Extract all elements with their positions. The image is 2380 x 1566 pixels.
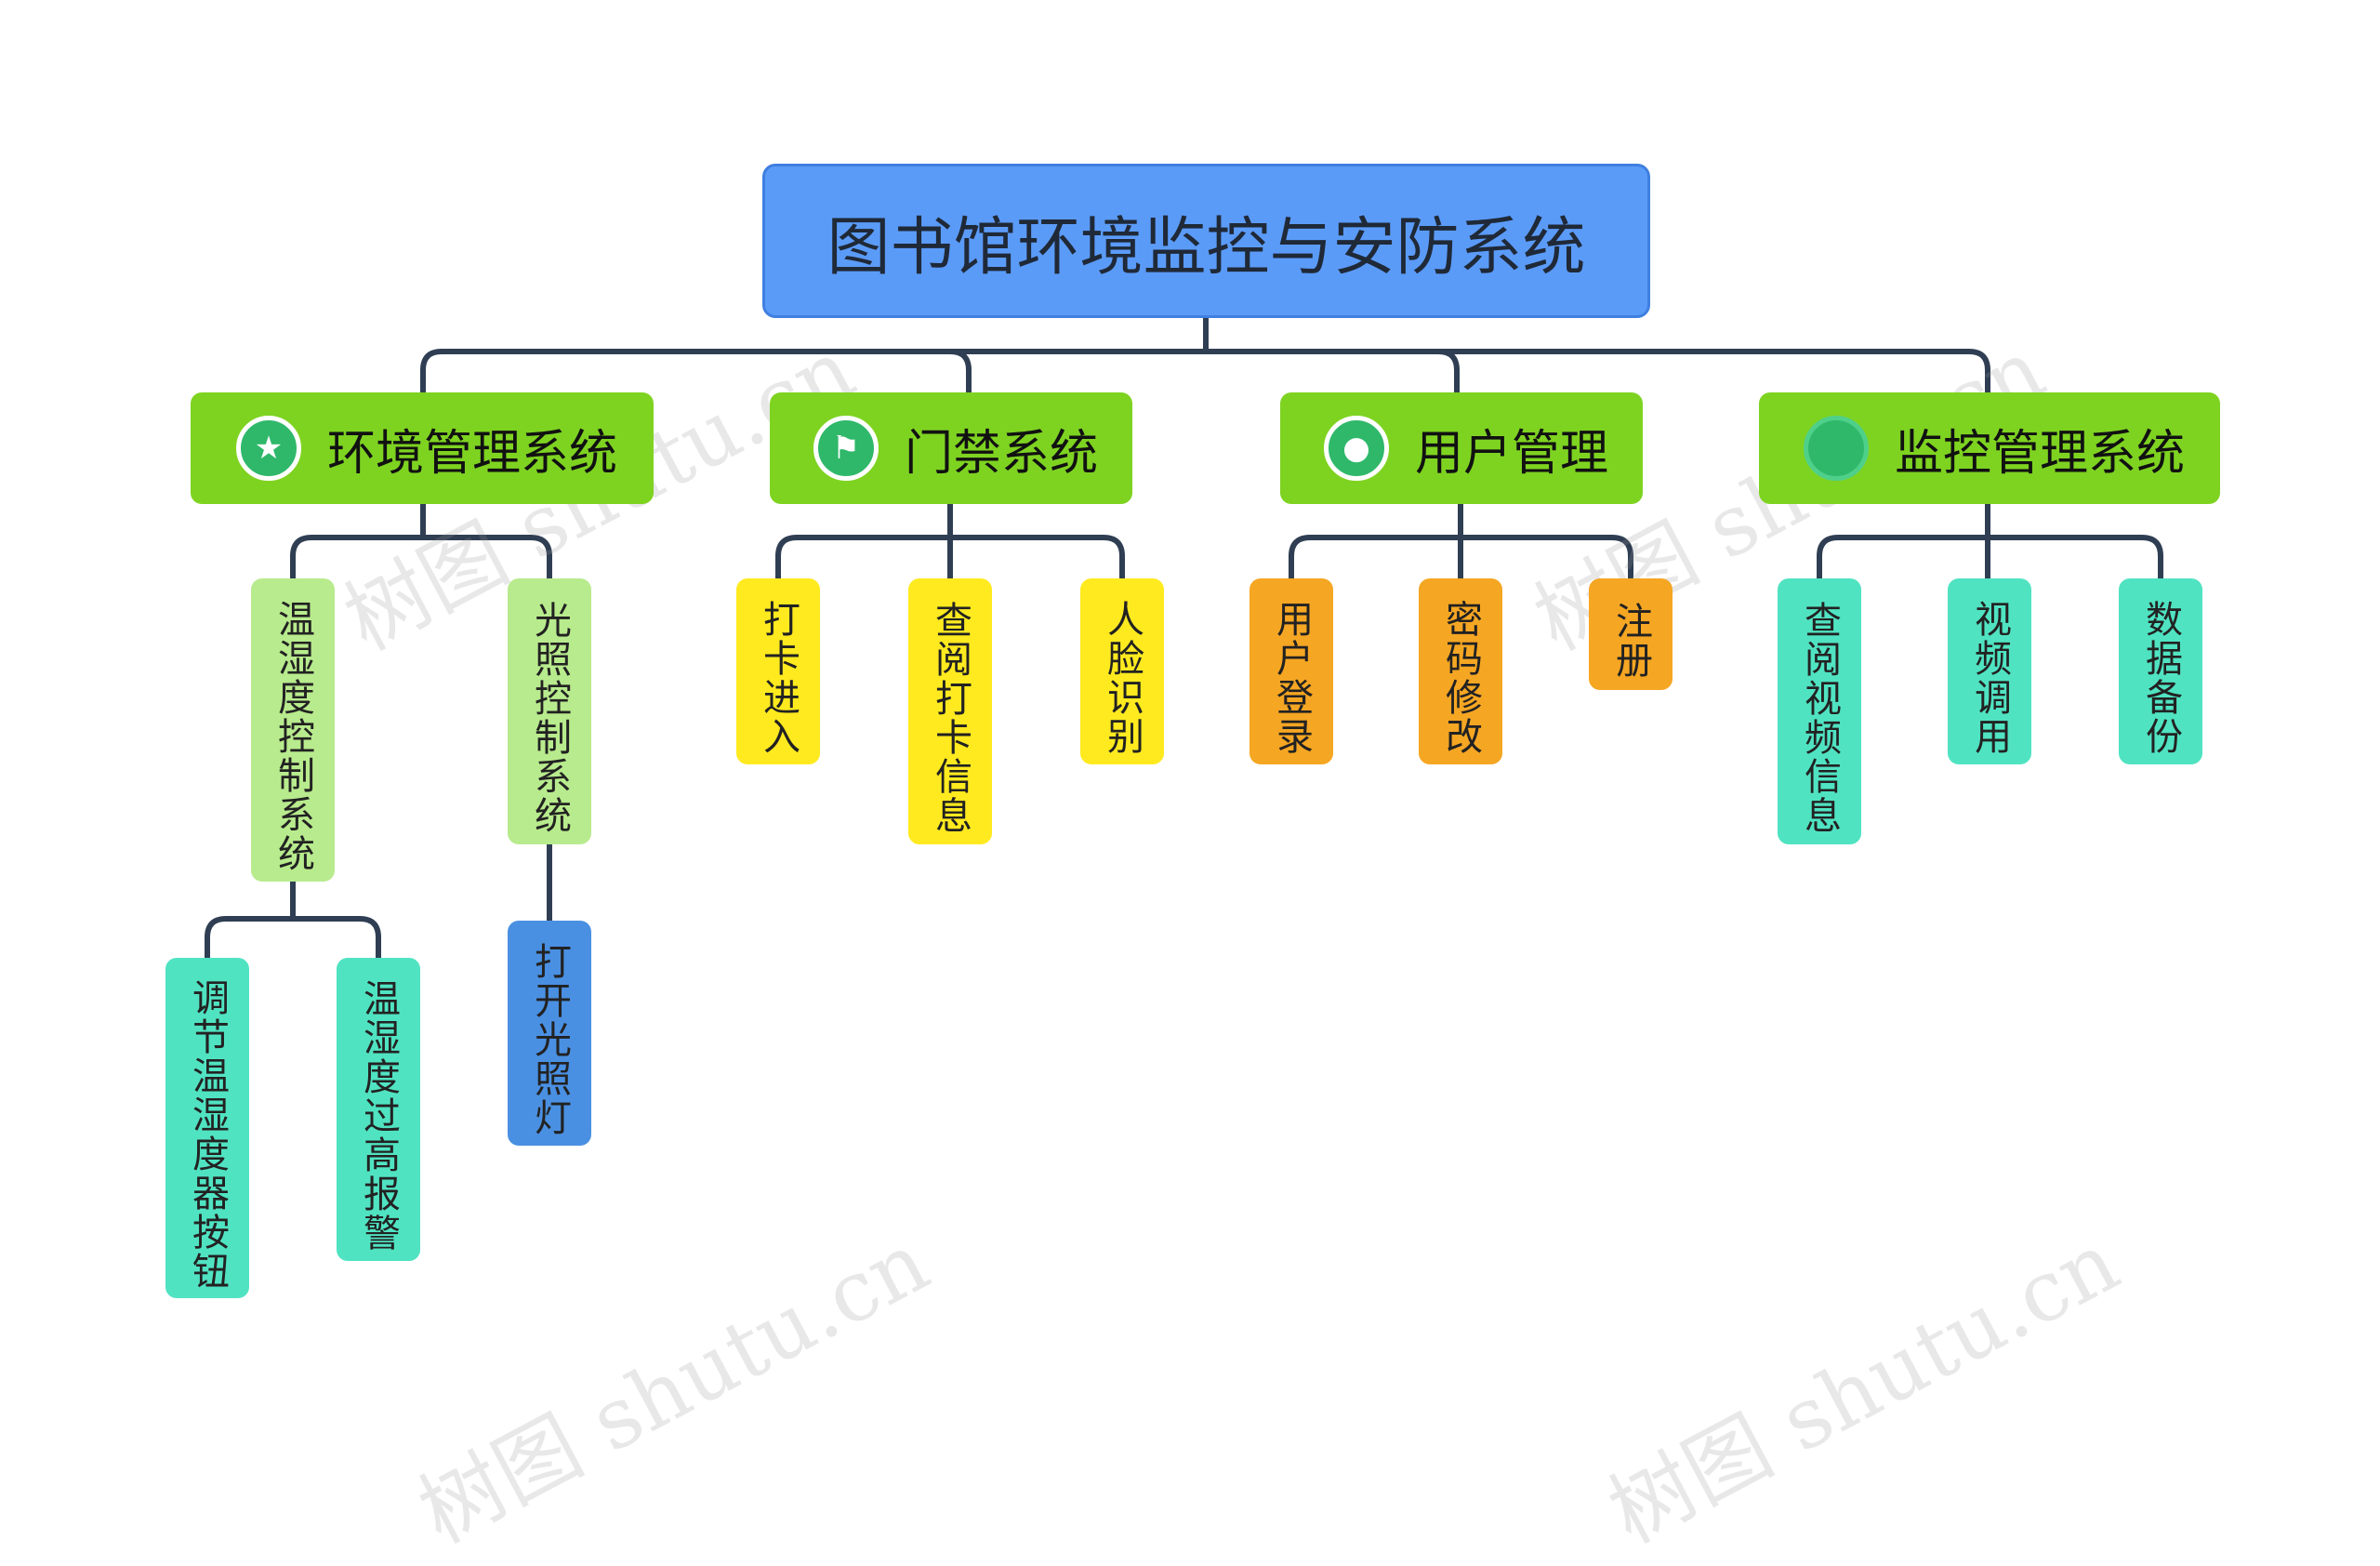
category-node-users[interactable]: ● 用户管理 [1280, 392, 1643, 504]
flag-icon: ⚑ [813, 416, 879, 481]
node-temp-humidity[interactable]: 温湿度控制系统 [251, 578, 335, 882]
category-label: 门禁系统 [904, 425, 1098, 482]
node-alarm[interactable]: 温湿度过高报警 [337, 958, 420, 1261]
user-icon: ● [1323, 416, 1389, 481]
node-label: 注册 [1609, 602, 1652, 680]
node-light-control[interactable]: 光照控制系统 [508, 578, 591, 844]
node-label: 用户登录 [1270, 600, 1313, 756]
category-node-access[interactable]: ⚑ 门禁系统 [770, 392, 1132, 504]
circle-icon [1803, 416, 1869, 481]
mind-map-canvas: 树图 shutu.cn 树图 shutu.cn 树图 shutu.cn 树图 s… [165, 164, 2220, 1562]
node-label: 数据备份 [2139, 600, 2182, 756]
node-password[interactable]: 密码修改 [1419, 578, 1502, 764]
category-label: 用户管理 [1414, 425, 1608, 482]
root-node[interactable]: 图书馆环境监控与安防系统 [762, 164, 1650, 318]
node-label: 查阅打卡信息 [929, 601, 972, 835]
category-node-env[interactable]: ★ 环境管理系统 [191, 392, 654, 504]
category-label: 环境管理系统 [326, 425, 617, 482]
node-label: 人脸识别 [1101, 600, 1144, 756]
node-face[interactable]: 人脸识别 [1080, 578, 1164, 764]
node-label: 光照控制系统 [528, 601, 571, 835]
node-call-video[interactable]: 视频调用 [1948, 578, 2031, 764]
node-label: 温湿度控制系统 [271, 600, 314, 873]
category-label: 监控管理系统 [1894, 425, 2185, 482]
node-label: 打开光照灯 [528, 942, 571, 1137]
node-label: 视频调用 [1968, 600, 2011, 756]
node-label: 调节温湿度器按钮 [186, 978, 229, 1291]
node-view-records[interactable]: 查阅打卡信息 [908, 578, 992, 844]
node-adjust-button[interactable]: 调节温湿度器按钮 [165, 958, 249, 1298]
node-backup[interactable]: 数据备份 [2119, 578, 2202, 764]
node-label: 密码修改 [1439, 600, 1482, 756]
node-login[interactable]: 用户登录 [1250, 578, 1333, 764]
node-label: 打卡进入 [757, 600, 800, 756]
node-light-on[interactable]: 打开光照灯 [508, 921, 591, 1146]
node-label: 查阅视频信息 [1798, 601, 1841, 835]
star-icon: ★ [235, 416, 301, 481]
root-label: 图书馆环境监控与安防系统 [826, 210, 1586, 285]
node-label: 温湿度过高报警 [357, 979, 400, 1253]
category-node-monitor[interactable]: 监控管理系统 [1759, 392, 2220, 504]
node-view-video[interactable]: 查阅视频信息 [1778, 578, 1861, 844]
node-clock-in[interactable]: 打卡进入 [736, 578, 820, 764]
node-register[interactable]: 注册 [1589, 578, 1673, 690]
connector-lines [205, 315, 2163, 961]
